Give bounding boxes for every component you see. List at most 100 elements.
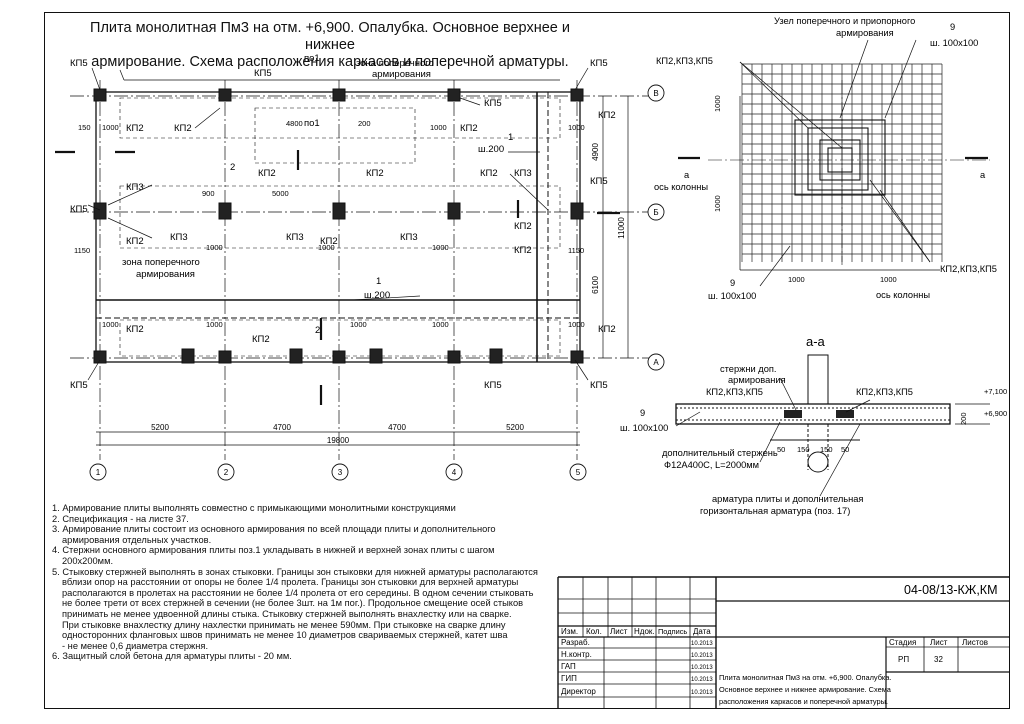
label-kp5: КП5 [70, 380, 88, 391]
dim-1150: 1150 [74, 246, 90, 255]
node-kp235: КП2,КП3,КП5 [940, 264, 997, 274]
stamp-header: Кол. [586, 627, 602, 636]
label-zone-2: армирования [372, 69, 431, 80]
label-kp5: КП5 [484, 98, 502, 109]
note-line: принимать не менее удвоенной длины стыка… [62, 608, 512, 619]
label-one: 1 [508, 132, 513, 143]
note-line: При стыковке внахлестку длину нахлестки … [62, 619, 506, 630]
stamp-header: Изм. [561, 627, 578, 636]
dim-right-total: 11000 [617, 217, 626, 239]
label-po1: по1 [304, 118, 320, 129]
dim-150: 150 [78, 123, 91, 132]
node-a: а [684, 170, 690, 180]
label-two: 2 [315, 325, 320, 336]
stamp-sheet-header: Лист [930, 638, 948, 647]
stamp-role: ГИП [561, 674, 577, 683]
stamp-header: Дата [693, 627, 711, 636]
label-kp2: КП2 [320, 236, 338, 247]
label-kp3: КП3 [286, 232, 304, 243]
stamp-role: Н.контр. [561, 650, 592, 659]
node-title-1: Узел поперечного и приопорного [774, 16, 915, 26]
axis-label-3: 3 [338, 468, 343, 477]
stamp-date: 10.2013 [691, 665, 713, 671]
node-dim-1000: 1000 [713, 195, 722, 212]
stamp-header: Подпись [658, 627, 687, 636]
dim-200: 200 [358, 119, 371, 128]
node-dim-1000: 1000 [880, 275, 897, 284]
label-zone-2: армирования [136, 269, 195, 280]
note-line: односторонних фланговых швов принимать н… [62, 630, 508, 641]
label-kp3: КП3 [170, 232, 188, 243]
label-kp2: КП2 [480, 168, 498, 179]
label-kp2: КП2 [258, 168, 276, 179]
label-kp5: КП5 [70, 204, 88, 215]
node-nine: 9 [950, 22, 955, 32]
note-line: армирования отдельных участков. [62, 534, 212, 545]
label-sh200: ш.200 [478, 144, 504, 155]
stamp-sheets-header: Листов [962, 638, 988, 647]
dim-1000: 1000 [568, 123, 585, 132]
note-line: 200х200мм. [62, 555, 114, 566]
dim-total: 19800 [327, 436, 350, 445]
note-line: 3. Армирование плиты состоит из основног… [52, 524, 496, 535]
label-two: 2 [230, 162, 235, 173]
axis-label-2: 2 [224, 468, 229, 477]
general-notes: 1. Армирование плиты выполнять совместно… [52, 503, 558, 662]
label-kp2: КП2 [460, 123, 478, 134]
title-line-1: Плита монолитная Пм3 на отм. +6,900. Опа… [90, 20, 570, 53]
dim-right-1: 4900 [591, 143, 600, 161]
label-sh200: ш.200 [364, 290, 390, 301]
section-extra: дополнительный стержень [662, 448, 778, 458]
stamp-role: Разраб. [561, 638, 590, 647]
level-bottom: +6,900 [984, 409, 1007, 418]
dim-span-2: 4700 [273, 423, 291, 432]
node-dim-1000: 1000 [788, 275, 805, 284]
node-step: ш. 100х100 [930, 38, 978, 48]
note-line: 2. Спецификация - на листе 37. [52, 513, 189, 524]
label-kp3: КП3 [514, 168, 532, 179]
axis-label-4: 4 [452, 468, 457, 477]
dim-span-4: 5200 [506, 423, 524, 432]
label-kp2: КП2 [514, 245, 532, 256]
label-kp2: КП2 [126, 123, 144, 134]
dim-right-2: 6100 [591, 276, 600, 294]
label-kp2: КП2 [598, 110, 616, 121]
title-line-2: армирование. Схема расположения каркасов… [91, 54, 569, 70]
dim-1000: 1000 [318, 243, 335, 252]
label-po1: по1 [304, 53, 320, 64]
node-nine: 9 [730, 278, 735, 288]
dim-1150: 1150 [568, 246, 584, 255]
axis-label-v: В [653, 89, 658, 98]
node-kp235: КП2,КП3,КП5 [656, 56, 713, 66]
label-kp2: КП2 [126, 324, 144, 335]
section-dim-50: 50 [777, 445, 785, 454]
stamp-stage-header: Стадия [889, 638, 916, 647]
section-dim-50: 50 [841, 445, 849, 454]
dim-1000: 1000 [430, 123, 447, 132]
dim-1000: 1000 [102, 320, 119, 329]
section-step: ш. 100х100 [620, 423, 668, 433]
axis-label-b: Б [653, 208, 658, 217]
section-kp235: КП2,КП3,КП5 [856, 387, 913, 397]
dim-1000: 1000 [568, 320, 585, 329]
stamp-desc-2: Основное верхнее и нижнее армирование. С… [719, 685, 892, 694]
axis-label-5: 5 [576, 468, 581, 477]
stamp-header: Лист [610, 627, 628, 636]
label-kp2: КП2 [174, 123, 192, 134]
note-line: 6. Защитный слой бетона для арматуры пли… [52, 651, 292, 662]
dim-1000: 1000 [206, 243, 223, 252]
note-line: вблизи опор на расстоянии от опоры не бо… [62, 577, 519, 588]
stamp-date: 10.2013 [691, 641, 713, 647]
section-dim-200: 200 [959, 412, 968, 425]
node-step: ш. 100х100 [708, 291, 756, 301]
label-kp5: КП5 [590, 176, 608, 187]
dim-1000: 1000 [350, 320, 367, 329]
label-kp3: КП3 [126, 182, 144, 193]
stamp-role: ГАП [561, 662, 576, 671]
axis-label-1: 1 [96, 468, 101, 477]
dim-900: 900 [202, 189, 215, 198]
node-axis-col: ось колонны [654, 182, 708, 192]
